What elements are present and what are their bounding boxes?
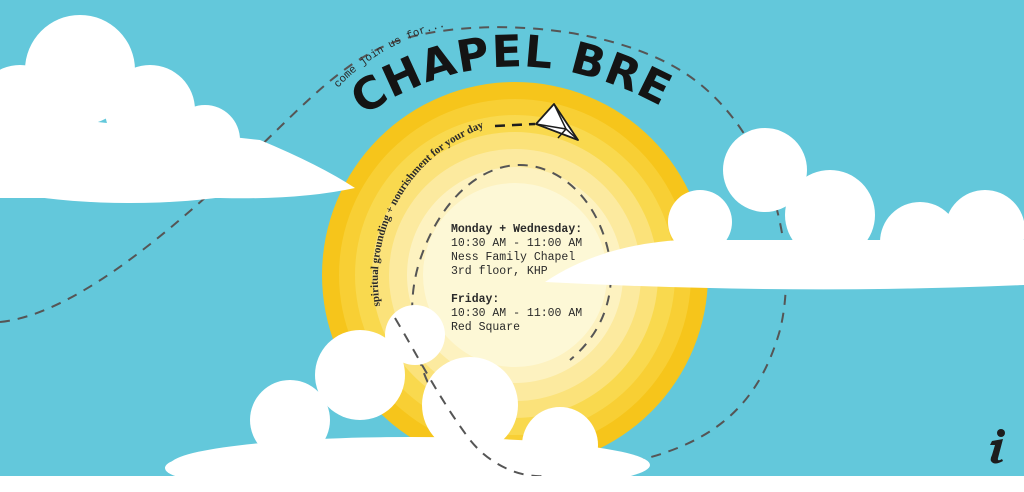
plane-trail	[494, 122, 536, 128]
schedule-panel: Monday + Wednesday: 10:30 AM - 11:00 AM …	[451, 223, 621, 335]
brand-i-icon	[990, 429, 1005, 464]
schedule-time-1: 10:30 AM - 11:00 AM	[451, 237, 583, 250]
cloud-bottom	[165, 305, 650, 476]
banner-artwork: come join us for... CHAPEL BREAK spiritu…	[0, 0, 1024, 476]
paper-airplane-icon	[535, 103, 579, 141]
schedule-spacer	[451, 279, 621, 293]
flight-path-front	[394, 317, 545, 476]
flight-path	[0, 26, 787, 471]
chapel-break-banner: come join us for... CHAPEL BREAK spiritu…	[0, 0, 1024, 476]
schedule-time-2: 10:30 AM - 11:00 AM	[451, 307, 583, 320]
cloud-right	[545, 128, 1024, 290]
schedule-day-2: Friday:	[451, 293, 500, 306]
bottom-strip	[0, 476, 1024, 492]
schedule-day-1: Monday + Wednesday:	[451, 223, 583, 236]
cloud-top-left	[0, 15, 355, 203]
schedule-place-2: Red Square	[451, 321, 521, 334]
schedule-place-1: Ness Family Chapel	[451, 251, 576, 264]
schedule-room-1: 3rd floor, KHP	[451, 265, 548, 278]
